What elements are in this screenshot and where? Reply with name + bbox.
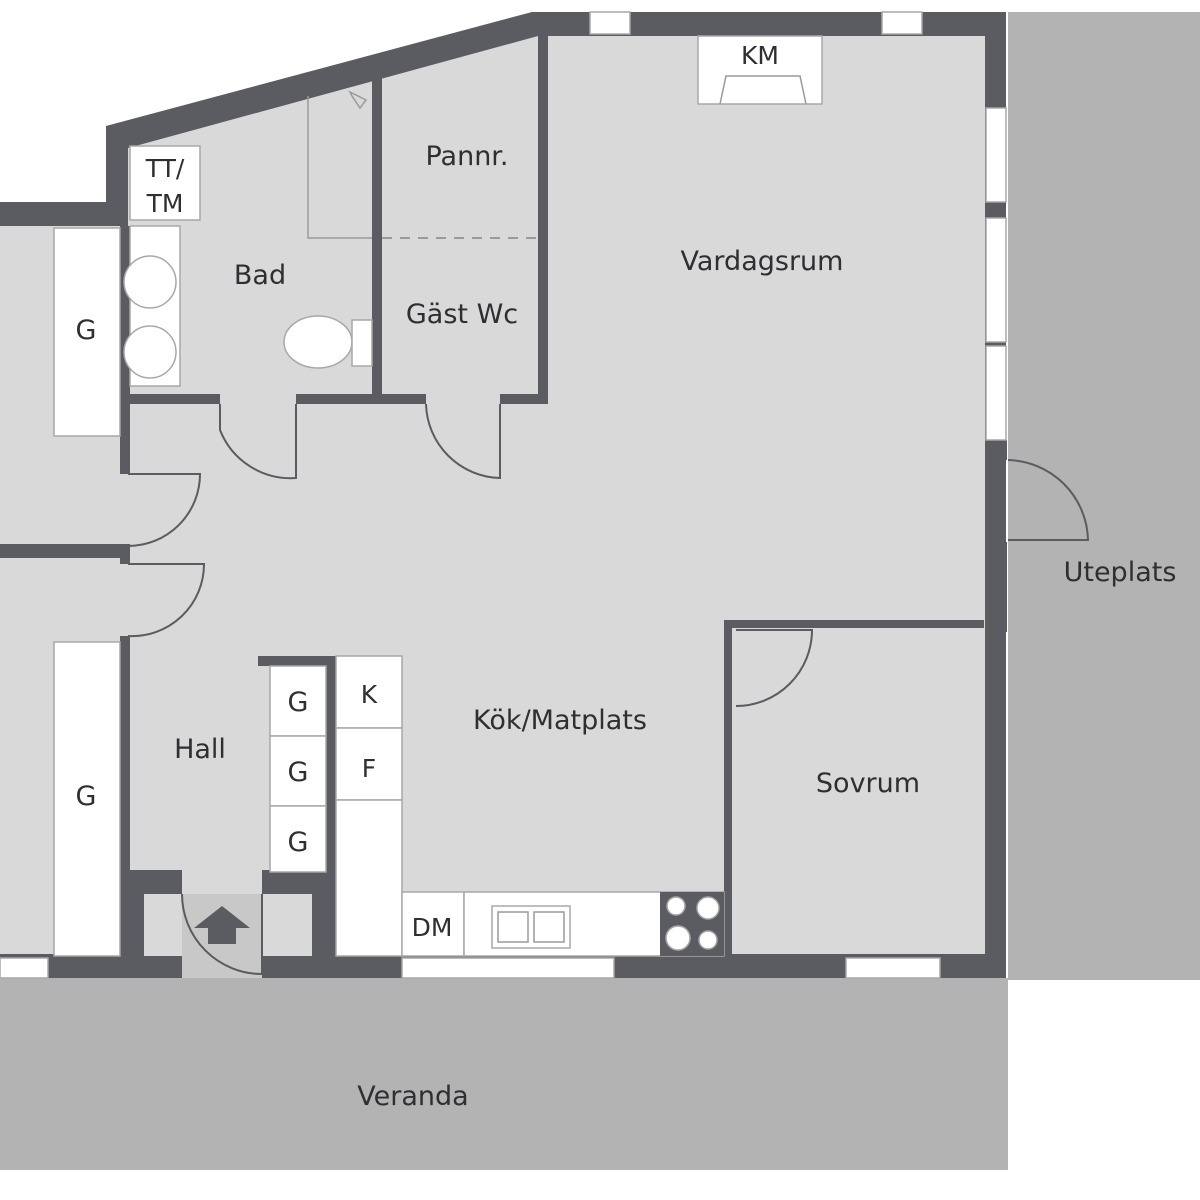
dishwasher [401, 891, 465, 957]
interior-floor [0, 36, 985, 954]
sink-basin-2 [533, 911, 565, 943]
kitchen-sink [491, 905, 571, 949]
wardrobe-label: G [76, 781, 97, 812]
fireplace-label: KM [741, 41, 779, 70]
doors [127, 403, 1090, 976]
room-label-pannrum: Pannr. [425, 141, 508, 172]
wardrobe-label: G [76, 315, 97, 346]
windows [0, 11, 1007, 979]
room-label-gastwc: Gäst Wc [406, 299, 518, 330]
room-label-veranda: Veranda [357, 1081, 468, 1112]
hall-wardrobe-3 [269, 805, 327, 873]
shower-head-icon [348, 90, 368, 110]
hall-wardrobe-1 [269, 665, 327, 737]
room-label-sovrum: Sovrum [816, 768, 920, 799]
dishwasher-label: DM [412, 913, 453, 942]
entrance-arrow-icon [194, 906, 250, 944]
wardrobe-label: G [288, 687, 309, 718]
hall-wardrobe-2 [269, 735, 327, 807]
burner [666, 896, 686, 916]
fridge [335, 655, 403, 729]
room-label-vardagsrum: Vardagsrum [681, 246, 844, 277]
wardrobe-left-lower [53, 641, 121, 957]
uteplats-area [1008, 12, 1200, 980]
veranda-area [0, 978, 1008, 1170]
burner [698, 930, 718, 950]
toilet [283, 315, 353, 369]
tm-label: TM [146, 189, 184, 218]
wardrobe-label: G [288, 827, 309, 858]
wardrobe-label: G [288, 757, 309, 788]
freezer-label: F [362, 754, 376, 783]
sink-basin-1 [497, 911, 529, 943]
kitchen-cabinet [335, 799, 403, 957]
sink-2 [123, 325, 177, 379]
fridge-label: K [361, 680, 378, 709]
fireplace [697, 35, 823, 105]
wardrobe-left-upper [53, 227, 121, 437]
room-label-bad: Bad [234, 260, 286, 291]
shower [307, 96, 372, 239]
toilet-tank [351, 319, 373, 367]
fireplace-opening [719, 75, 807, 105]
freezer [335, 727, 403, 801]
room-label-kok: Kök/Matplats [473, 705, 647, 736]
tt-tm-box [129, 145, 201, 221]
room-label-hall: Hall [174, 734, 226, 765]
burner [665, 925, 691, 951]
sink-1 [123, 255, 177, 309]
interior-walls [0, 36, 1007, 978]
burner [696, 896, 720, 920]
room-label-uteplats: Uteplats [1064, 557, 1177, 588]
tt-label: TT/ [145, 154, 185, 183]
